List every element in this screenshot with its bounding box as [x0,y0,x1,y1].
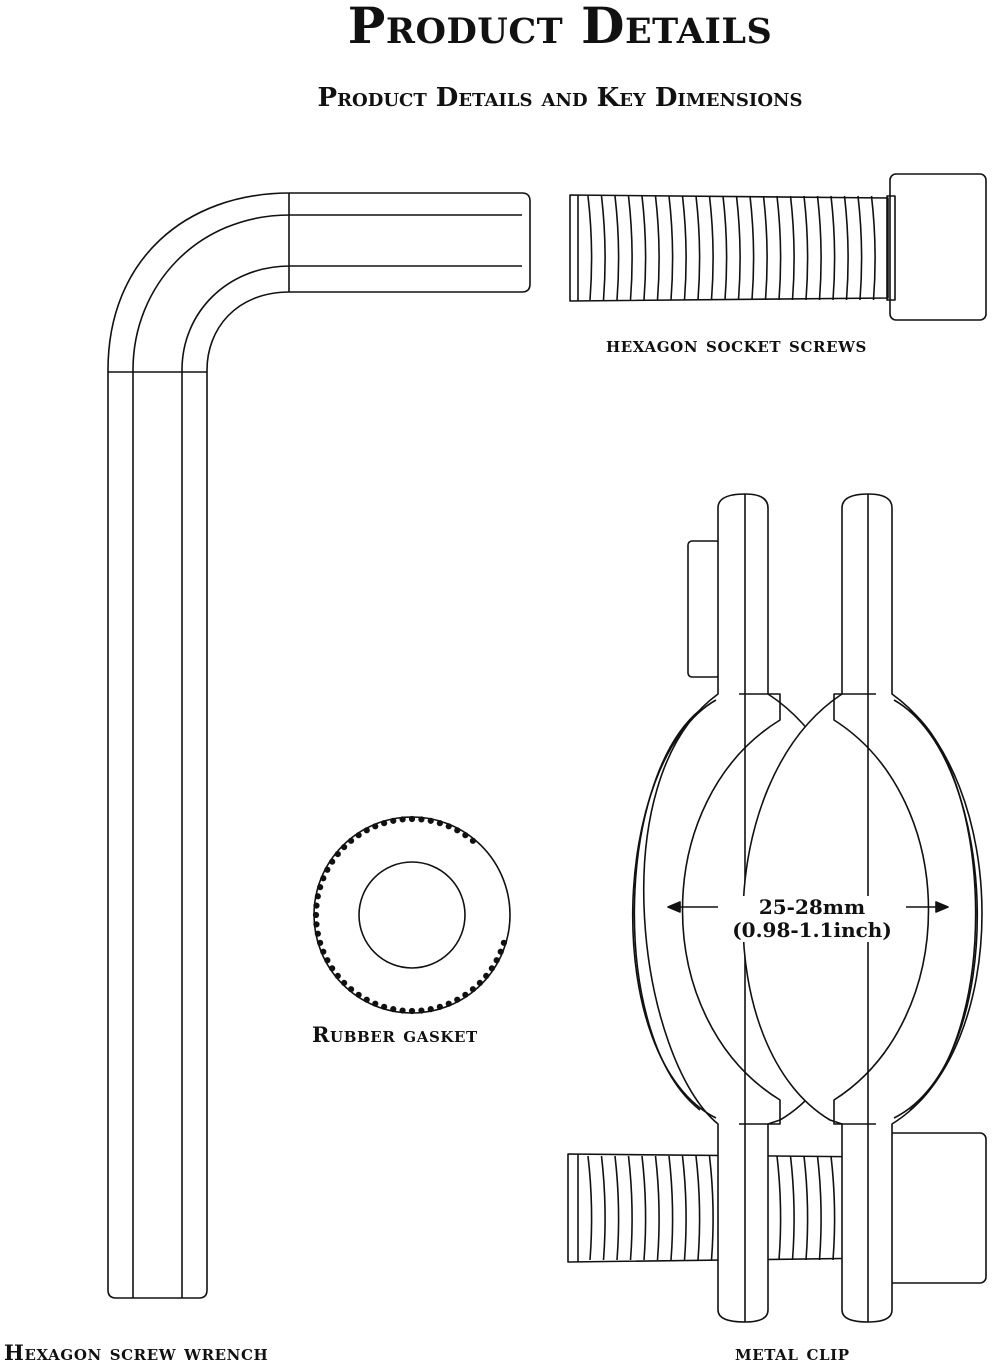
hex-wrench-illustration [108,193,530,1298]
page-title: Product Details [347,0,773,55]
screws-label: hexagon socket screws [606,332,867,357]
rubber-gasket-illustration [314,817,510,1014]
clip-diameter-dimension: 25-28mm (0.98-1.1inch) [718,896,906,942]
gasket-label: Rubber gasket [312,1022,478,1047]
page-subtitle: Product Details and Key Dimensions [317,83,803,113]
dimension-metric: 25-28mm [758,895,866,919]
wrench-label: Hexagon screw wrench [4,1340,269,1365]
hex-socket-screw-illustration [570,174,986,320]
dimension-imperial: (0.98-1.1inch) [732,918,892,942]
clip-label: metal clip [735,1340,850,1365]
